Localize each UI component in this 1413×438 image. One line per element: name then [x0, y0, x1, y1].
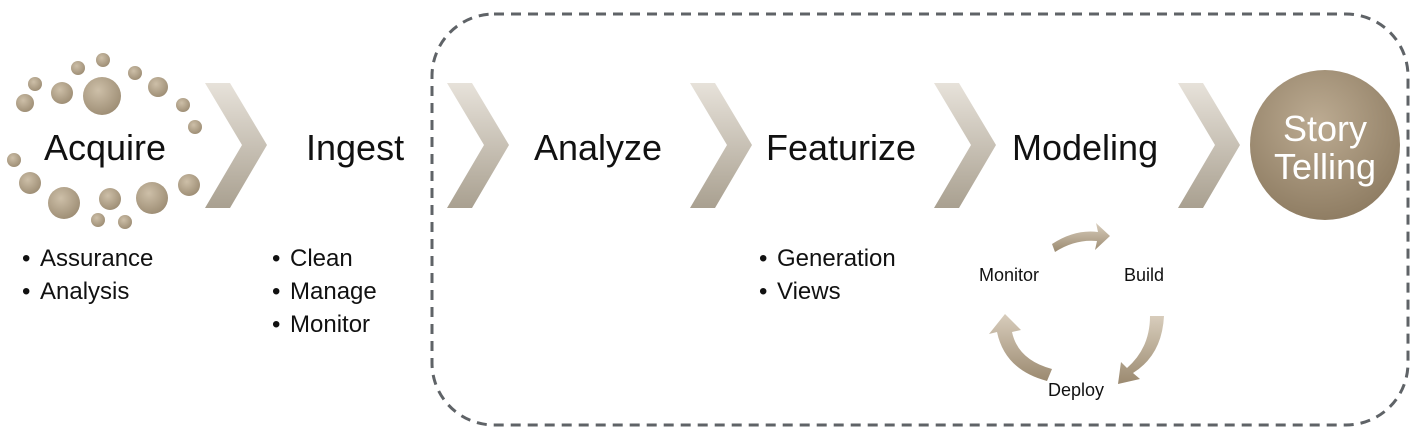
- list-item: Monitor: [272, 308, 377, 341]
- stage-title-ingest: Ingest: [306, 127, 405, 168]
- dot: [148, 77, 168, 97]
- chevron-arrow-4: [934, 83, 996, 208]
- ingest-bullets: Clean Manage Monitor: [272, 242, 377, 341]
- dot: [7, 153, 21, 167]
- dot: [178, 174, 200, 196]
- dot: [128, 66, 142, 80]
- stage-title-analyze: Analyze: [534, 127, 663, 168]
- dot: [83, 77, 121, 115]
- stage-title-modeling: Modeling: [1012, 127, 1159, 168]
- story-line-2: Telling: [1273, 146, 1377, 187]
- dashed-boundary-box: [430, 12, 1410, 427]
- cycle-arrow-monitor-to-build: [1052, 223, 1110, 252]
- dot: [91, 213, 105, 227]
- dot: [16, 94, 34, 112]
- dot: [136, 182, 168, 214]
- cycle-label-monitor: Monitor: [979, 265, 1040, 285]
- featurize-bullets: Generation Views: [759, 242, 896, 308]
- cycle-arrow-deploy-to-monitor: [989, 314, 1052, 381]
- list-item: Manage: [272, 275, 377, 308]
- acquire-dot-ring: [7, 53, 202, 229]
- list-item: Clean: [272, 242, 377, 275]
- dot: [19, 172, 41, 194]
- chevron-arrow-2: [447, 83, 509, 208]
- list-item: Analysis: [22, 275, 153, 308]
- dot: [71, 61, 85, 75]
- acquire-bullets: Assurance Analysis: [22, 242, 153, 308]
- cycle-label-build: Build: [1124, 265, 1165, 285]
- chevron-arrow-5: [1178, 83, 1240, 208]
- story-telling-circle: [1250, 70, 1400, 220]
- chevron-arrow-3: [690, 83, 752, 208]
- dot: [118, 215, 132, 229]
- dot: [176, 98, 190, 112]
- stage-title-acquire: Acquire: [44, 127, 167, 168]
- stage-title-featurize: Featurize: [766, 127, 917, 168]
- dot: [188, 120, 202, 134]
- list-item: Generation: [759, 242, 896, 275]
- chevron-arrow-1: [205, 83, 267, 208]
- dot: [96, 53, 110, 67]
- dot: [28, 77, 42, 91]
- list-item: Views: [759, 275, 896, 308]
- cycle-arrow-build-to-deploy: [1118, 316, 1164, 384]
- dot: [99, 188, 121, 210]
- cycle-label-deploy: Deploy: [1048, 380, 1105, 400]
- story-line-1: Story: [1282, 108, 1368, 149]
- dot: [48, 187, 80, 219]
- dot: [51, 82, 73, 104]
- story-telling-label: Story Telling: [1250, 110, 1400, 186]
- list-item: Assurance: [22, 242, 153, 275]
